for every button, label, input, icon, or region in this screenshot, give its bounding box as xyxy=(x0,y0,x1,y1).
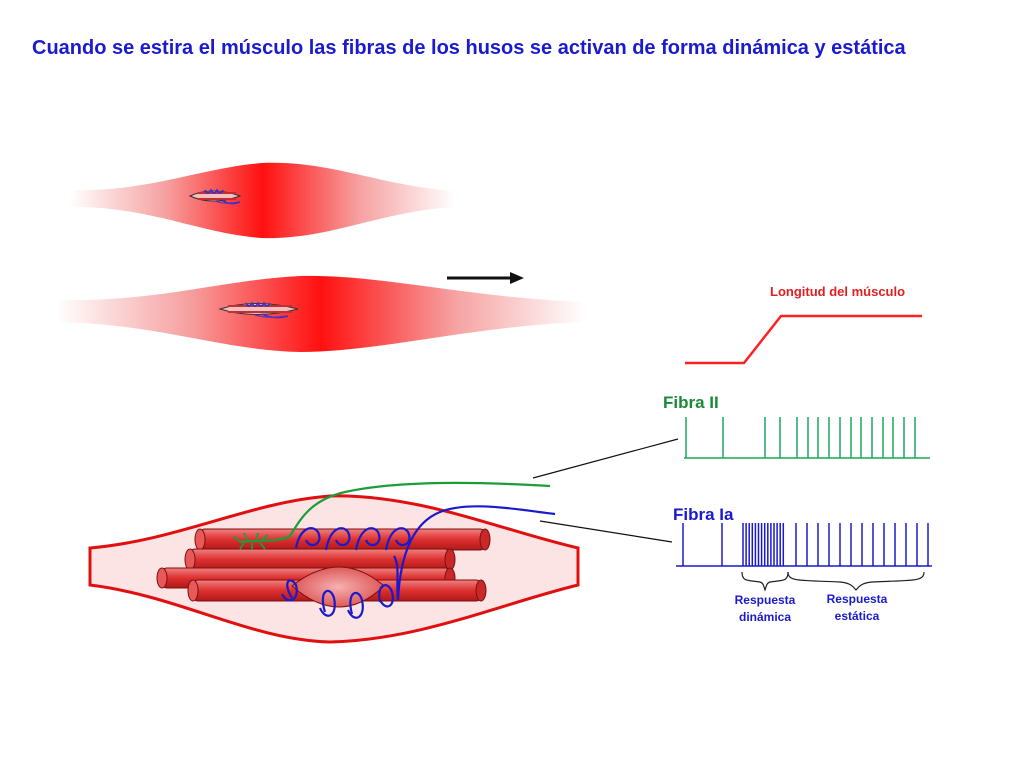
static-brace xyxy=(787,571,925,591)
static-response-label-line1: Respuesta xyxy=(827,592,888,606)
resting-spindle-icon xyxy=(188,188,242,205)
static-response-label-line2: estática xyxy=(835,609,880,623)
stretched-muscle xyxy=(57,275,585,352)
intrafusal-fibers xyxy=(156,528,491,608)
enlarged-spindle xyxy=(88,481,580,644)
fiber-ia-trace: Fibra Ia Respuesta dinámica Respuesta es… xyxy=(673,505,932,624)
muscle-length-trace: Longitud del músculo xyxy=(685,284,922,365)
leader-line-fiber-ii xyxy=(532,438,679,479)
stretched-spindle-icon xyxy=(218,301,299,319)
resting-muscle xyxy=(70,162,455,239)
dynamic-brace xyxy=(741,571,789,592)
leader-line-fiber-ia xyxy=(539,520,673,543)
fiber-ii-nerve xyxy=(233,481,551,550)
muscle-length-label: Longitud del músculo xyxy=(770,284,905,299)
dynamic-response-label-line2: dinámica xyxy=(739,610,791,624)
right-arrow-icon xyxy=(447,272,524,284)
fiber-ia-label: Fibra Ia xyxy=(673,505,734,524)
slide-title: Cuando se estira el músculo las fibras d… xyxy=(32,37,906,59)
fiber-ii-trace: Fibra II xyxy=(663,393,930,459)
fiber-ia-nerve xyxy=(281,505,556,619)
dynamic-response-label-line1: Respuesta xyxy=(735,593,796,607)
fiber-ii-label: Fibra II xyxy=(663,393,719,412)
